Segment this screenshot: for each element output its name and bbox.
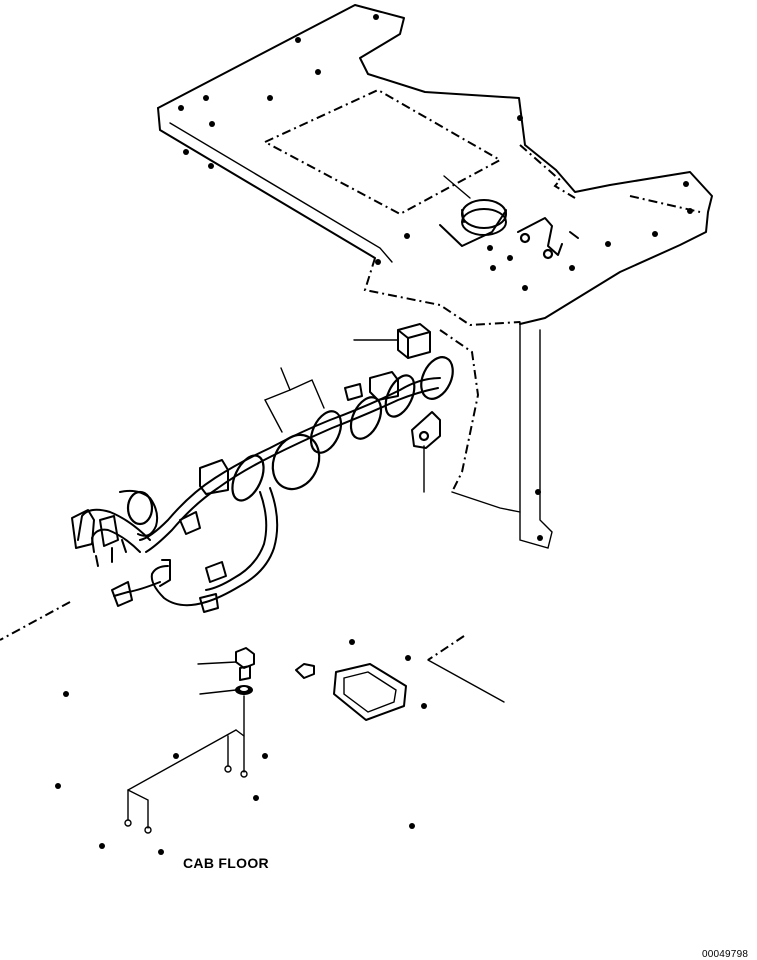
cab-floor-outline <box>0 601 505 855</box>
wiring-harness <box>71 356 454 613</box>
relay-part <box>397 323 431 359</box>
horn-part <box>439 199 579 260</box>
leader-line-washer <box>199 689 237 695</box>
bracket-part <box>411 411 441 449</box>
mounting-reference-lines <box>124 695 248 834</box>
leader-line-horn <box>443 175 471 199</box>
cab-floor-label: CAB FLOOR <box>183 855 269 871</box>
leader-line-harness <box>264 367 325 433</box>
washer-part <box>235 685 253 695</box>
drawing-number: 00049798 <box>702 949 748 960</box>
floor-plate-upper <box>157 4 713 549</box>
leader-line-bolt <box>197 661 237 665</box>
bolt-part <box>235 647 255 681</box>
